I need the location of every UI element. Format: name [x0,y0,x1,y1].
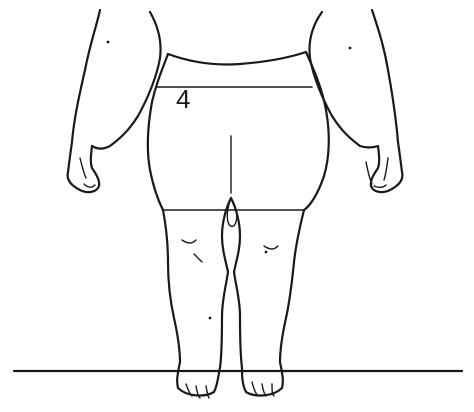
torso-hips [148,52,329,210]
right-leg [231,198,304,396]
marker-label: 4 [176,86,190,112]
left-leg [163,198,231,398]
left-arm [68,10,161,192]
